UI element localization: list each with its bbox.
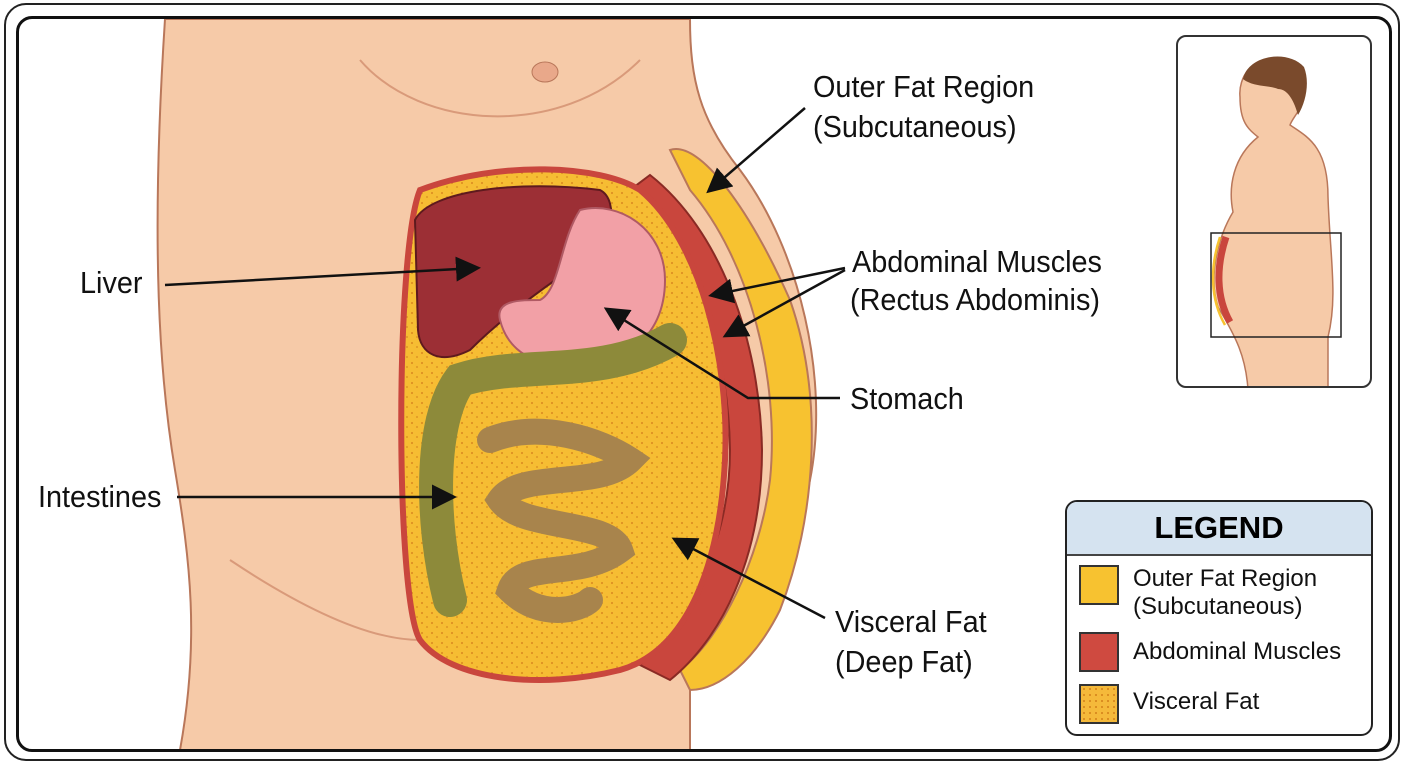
outer-fat-arrow <box>706 107 806 194</box>
legend-label-outer-fat: Outer Fat Region <box>1133 565 1318 592</box>
intestines-label: Intestines <box>38 479 162 514</box>
legend-item-visceral-fat: Visceral Fat <box>1079 684 1259 724</box>
focus-region-box <box>1210 232 1342 338</box>
inset-muscle-strip <box>1215 235 1234 324</box>
body-profile-inset <box>1176 35 1372 388</box>
liver-label: Liver <box>80 265 143 300</box>
outer-fat-sublabel: (Subcutaneous) <box>813 109 1017 144</box>
abdominal-muscles-sublabel: (Rectus Abdominis) <box>850 282 1100 317</box>
legend-sublabel-outer-fat: (Subcutaneous) <box>1133 593 1303 620</box>
outer-fat-label: Outer Fat Region <box>813 69 1035 104</box>
legend-label-visceral-fat: Visceral Fat <box>1133 688 1260 715</box>
legend-item-outer-fat: Outer Fat Region (Subcutaneous) <box>1079 565 1317 621</box>
legend-swatch-outer-fat <box>1079 565 1119 605</box>
visceral-fat-label: Visceral Fat <box>835 604 987 639</box>
legend-item-abdominal-muscles: Abdominal Muscles <box>1079 632 1341 672</box>
chest-fold <box>359 59 641 118</box>
visceral-fat-sublabel: (Deep Fat) <box>835 644 973 679</box>
legend: LEGEND Outer Fat Region (Subcutaneous) A… <box>1065 500 1373 736</box>
large-intestine <box>419 323 687 617</box>
legend-title: LEGEND <box>1067 502 1371 556</box>
stomach-label: Stomach <box>850 381 964 416</box>
visceral-fat-arrow <box>671 537 826 620</box>
liver-arrow <box>164 256 481 287</box>
figure-body <box>1213 58 1334 386</box>
outer-frame <box>4 3 1400 761</box>
inner-frame <box>16 16 1392 752</box>
muscle-arrow-2 <box>722 268 846 338</box>
hip-fold <box>229 559 421 641</box>
side-profile-figure <box>1210 56 1342 386</box>
outer-fat-layer <box>668 148 813 692</box>
stomach-arrow <box>603 307 840 400</box>
inset-fat-strip <box>1211 236 1227 326</box>
small-intestine <box>477 418 651 623</box>
nipple <box>531 61 559 83</box>
hair <box>1243 56 1307 115</box>
legend-swatch-abdominal-muscles <box>1079 632 1119 672</box>
muscle-arrow-1 <box>708 266 846 304</box>
legend-swatch-visceral-fat <box>1079 684 1119 724</box>
legend-label-abdominal-muscles: Abdominal Muscles <box>1133 638 1342 665</box>
abdominal-muscles-label: Abdominal Muscles <box>852 244 1102 279</box>
